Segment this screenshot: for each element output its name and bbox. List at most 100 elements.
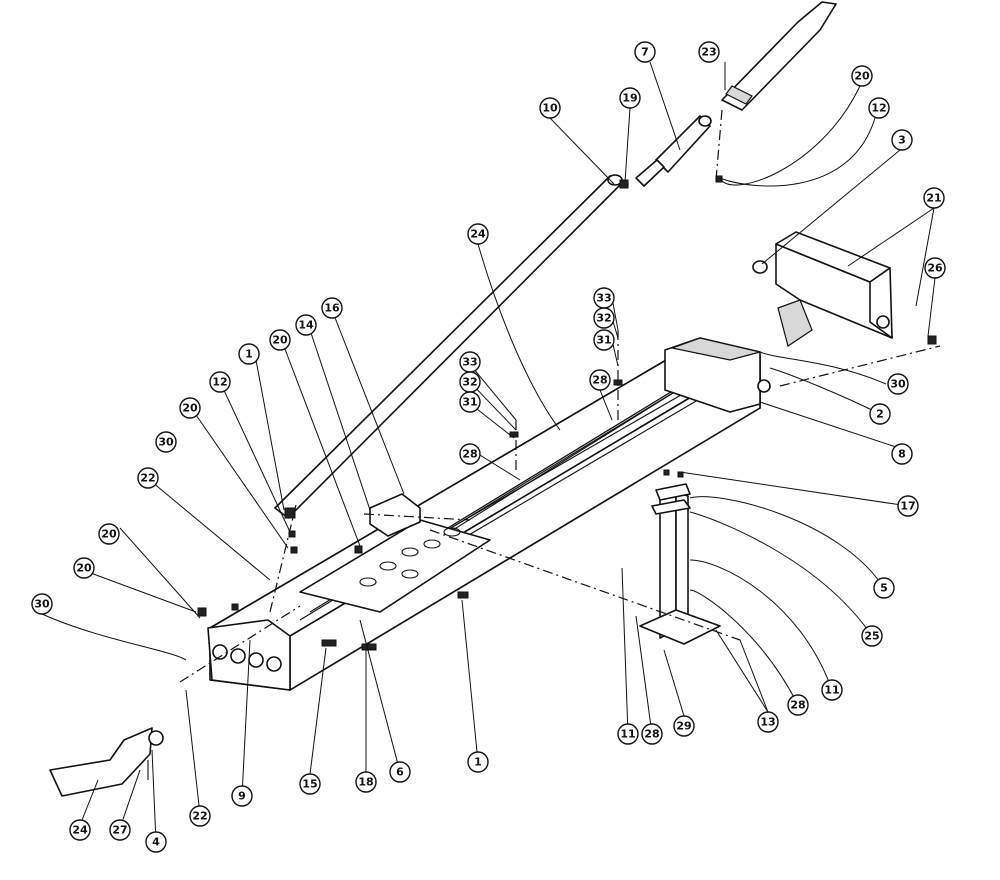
callout-7[interactable]: 7 <box>634 41 656 63</box>
callout-17[interactable]: 17 <box>897 495 919 517</box>
callout-23[interactable]: 23 <box>698 41 720 63</box>
svg-text:20: 20 <box>76 562 92 575</box>
callout-8[interactable]: 8 <box>891 443 913 465</box>
callout-20[interactable]: 20 <box>851 65 873 87</box>
callout-14-upper[interactable]: 1 <box>238 343 260 365</box>
svg-text:6: 6 <box>396 766 404 779</box>
callout-28[interactable]: 16 <box>321 297 343 319</box>
callout-22-upper[interactable]: 28 <box>589 369 611 391</box>
svg-text:12: 12 <box>212 376 227 389</box>
svg-text:30: 30 <box>890 378 906 391</box>
svg-text:30: 30 <box>158 436 174 449</box>
callout-20-left[interactable]: 20 <box>179 397 201 419</box>
callout-30-left[interactable]: 30 <box>155 431 177 453</box>
svg-text:28: 28 <box>644 728 659 741</box>
svg-text:32: 32 <box>462 376 477 389</box>
svg-text:30: 30 <box>34 598 50 611</box>
callout-16[interactable]: 14 <box>295 314 317 336</box>
callout-22-mid[interactable]: 28 <box>459 443 481 465</box>
callout-13[interactable]: 13 <box>757 711 779 733</box>
vertical-stand <box>639 483 721 645</box>
callout-20-low[interactable]: 20 <box>73 557 95 579</box>
callout-11-bottom[interactable]: 11 <box>617 723 639 745</box>
svg-text:3: 3 <box>898 134 906 147</box>
callout-6[interactable]: 6 <box>389 761 411 783</box>
callout-11-right[interactable]: 11 <box>821 679 843 701</box>
svg-text:33: 33 <box>462 356 477 369</box>
callouts: 23 7 20 19 12 10 3 21 26 24 33 32 31 30 … <box>31 41 946 853</box>
svg-text:24: 24 <box>72 824 88 837</box>
callout-20-lower[interactable]: 20 <box>98 523 120 545</box>
svg-text:22: 22 <box>140 472 155 485</box>
svg-text:2: 2 <box>876 408 884 421</box>
bracket <box>369 493 421 537</box>
svg-text:28: 28 <box>790 699 805 712</box>
callout-32-left[interactable]: 32 <box>459 371 481 393</box>
svg-text:28: 28 <box>462 448 477 461</box>
callout-19[interactable]: 19 <box>619 87 641 109</box>
svg-text:8: 8 <box>898 448 906 461</box>
callout-29[interactable]: 29 <box>673 715 695 737</box>
svg-text:11: 11 <box>620 728 635 741</box>
callout-26[interactable]: 26 <box>924 257 946 279</box>
svg-text:9: 9 <box>238 790 246 803</box>
svg-text:7: 7 <box>641 46 649 59</box>
hose-cover <box>49 727 164 797</box>
callout-33-right[interactable]: 33 <box>593 287 615 309</box>
callout-22-bottom[interactable]: 28 <box>641 723 663 745</box>
svg-text:19: 19 <box>622 92 637 105</box>
upper-arm <box>721 1 837 111</box>
svg-text:20: 20 <box>182 402 198 415</box>
callout-18[interactable]: 18 <box>355 771 377 793</box>
callout-21[interactable]: 21 <box>923 187 945 209</box>
callout-30-low[interactable]: 30 <box>31 593 53 615</box>
svg-text:20: 20 <box>272 334 288 347</box>
callout-1-lower[interactable]: 22 <box>189 805 211 827</box>
svg-text:31: 31 <box>596 334 611 347</box>
callout-4[interactable]: 4 <box>145 831 167 853</box>
svg-text:10: 10 <box>542 102 558 115</box>
callout-31-left[interactable]: 31 <box>459 391 481 413</box>
callout-12-left[interactable]: 12 <box>209 371 231 393</box>
svg-text:28: 28 <box>592 374 607 387</box>
svg-text:13: 13 <box>760 716 775 729</box>
svg-text:1: 1 <box>474 756 482 769</box>
callout-31-right[interactable]: 31 <box>593 329 615 351</box>
callout-5[interactable]: 5 <box>873 577 895 599</box>
callout-12[interactable]: 12 <box>868 97 890 119</box>
callout-15[interactable]: 15 <box>299 773 321 795</box>
callout-30-right[interactable]: 30 <box>887 373 909 395</box>
hardware <box>197 175 937 651</box>
svg-text:26: 26 <box>927 262 943 275</box>
callout-27[interactable]: 27 <box>109 819 131 841</box>
callout-9[interactable]: 9 <box>231 785 253 807</box>
callout-2[interactable]: 2 <box>869 403 891 425</box>
cylinder <box>635 115 712 187</box>
svg-text:25: 25 <box>864 630 879 643</box>
perforated-plate <box>299 519 491 613</box>
svg-text:5: 5 <box>880 582 888 595</box>
callout-14-lower[interactable]: 1 <box>467 751 489 773</box>
svg-text:11: 11 <box>824 684 839 697</box>
callout-20-center[interactable]: 20 <box>269 329 291 351</box>
svg-text:21: 21 <box>926 192 941 205</box>
callout-33-left[interactable]: 33 <box>459 351 481 373</box>
svg-text:20: 20 <box>854 70 870 83</box>
callout-1-upper[interactable]: 22 <box>137 467 159 489</box>
callout-25[interactable]: 25 <box>861 625 883 647</box>
end-box <box>752 231 893 347</box>
callout-10[interactable]: 10 <box>539 97 561 119</box>
svg-text:4: 4 <box>152 836 160 849</box>
svg-text:32: 32 <box>596 312 611 325</box>
svg-text:16: 16 <box>324 302 340 315</box>
callout-24-upper[interactable]: 24 <box>467 223 489 245</box>
svg-text:20: 20 <box>101 528 117 541</box>
svg-text:22: 22 <box>192 810 207 823</box>
svg-text:17: 17 <box>900 500 915 513</box>
callout-24-lower[interactable]: 24 <box>69 819 91 841</box>
svg-text:18: 18 <box>358 776 373 789</box>
callout-22-right[interactable]: 28 <box>787 694 809 716</box>
callout-32-right[interactable]: 32 <box>593 307 615 329</box>
callout-3[interactable]: 3 <box>891 129 913 151</box>
